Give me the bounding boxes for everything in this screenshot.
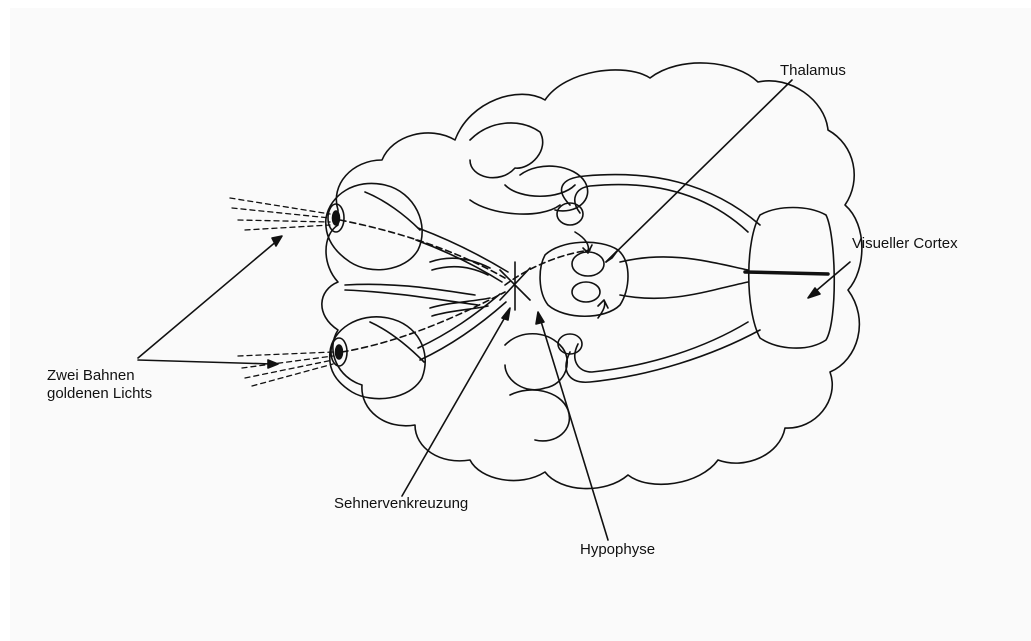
label-light-paths: Zwei Bahnen goldenen Lichts [47,367,152,403]
label-optic-chiasm: Sehnervenkreuzung [334,495,468,513]
eye-icon [326,183,422,269]
visual-cortex [745,208,834,349]
thalamus-arrow-lower [598,300,608,318]
light-rays-upper [230,198,330,230]
pointer-light-upper [138,236,282,358]
eye-icon [330,317,426,399]
label-thalamus: Thalamus [780,62,846,80]
thalamus-nuclei [540,203,628,354]
light-rays-lower [238,352,333,386]
label-light-line1: Zwei Bahnen [47,367,152,385]
pointer-hypophyse [536,312,608,540]
pointer-cortex [808,262,850,298]
upper-small-tube [430,258,490,275]
label-light-line2: goldenen Lichts [47,385,152,403]
upper-lobe-bumps [470,123,588,211]
upper-lobe-fold [470,185,575,214]
optic-radiation-upper [562,175,760,232]
label-visual-cortex: Visueller Cortex [852,235,958,253]
optic-radiation-middle [620,257,748,298]
label-hypophyse: Hypophyse [580,541,655,559]
pointer-thalamus [606,80,792,262]
signal-path-dashed [340,220,590,352]
pointer-light-lower [138,360,278,368]
optic-radiation-lower [566,322,760,382]
optic-nerve-upper [416,228,508,282]
